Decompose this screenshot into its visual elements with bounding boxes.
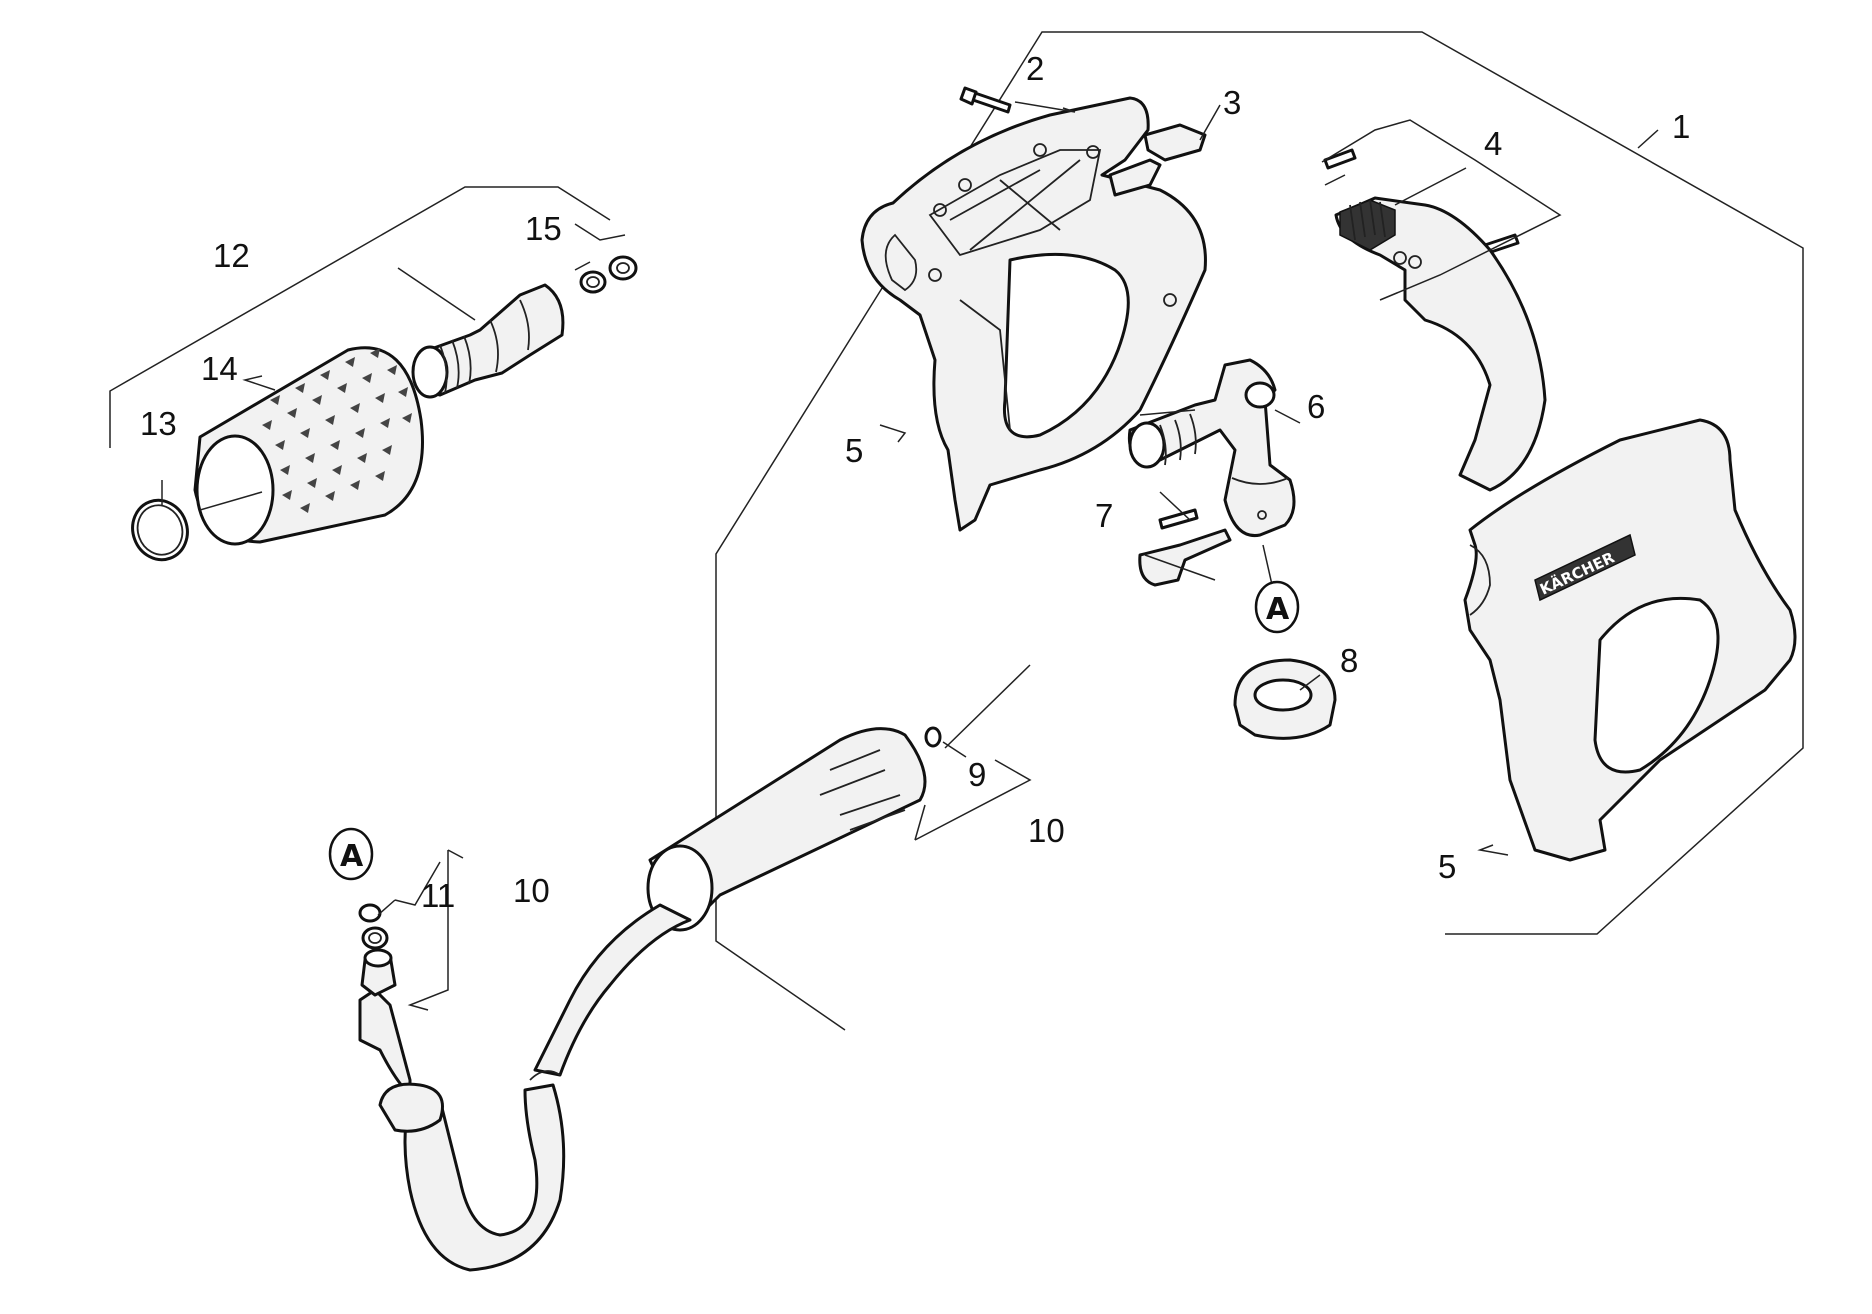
- part-14-perforated-sleeve: [193, 346, 424, 546]
- part-3-lock-lever: [1108, 123, 1207, 197]
- group-outline-12: [109, 186, 611, 448]
- part-5-housing-shell-left: [860, 96, 1207, 532]
- callout-1: 1: [1672, 108, 1690, 145]
- part-15-seal-rings: [579, 255, 638, 294]
- part-7-locking-pin: [1138, 508, 1232, 587]
- callout-labels: 1 2 3 4 5 5 6 7 8 9 10 10 11 12 13 14 15: [140, 50, 1690, 914]
- group-outline-1: [715, 31, 1804, 1031]
- callout-11: 11: [421, 877, 455, 914]
- part-6-angle-connector: [1127, 358, 1296, 538]
- callout-10-lower: 10: [513, 872, 550, 909]
- callout-15: 15: [525, 210, 562, 247]
- callout-3: 3: [1223, 84, 1241, 121]
- callout-4: 4: [1484, 125, 1502, 162]
- part-2-screw: [959, 86, 1012, 114]
- callout-6: 6: [1307, 388, 1325, 425]
- callout-9: 9: [968, 756, 986, 793]
- callout-14: 14: [201, 350, 238, 387]
- callout-12: 12: [213, 237, 250, 274]
- callout-10-upper: 10: [1028, 812, 1065, 849]
- callout-8: 8: [1340, 642, 1358, 679]
- callout-13: 13: [140, 405, 177, 442]
- part-11-seal-connector: [358, 903, 397, 997]
- callout-5-left: 5: [845, 432, 863, 469]
- part-8-bushing: [1233, 658, 1337, 740]
- connection-marker-bottom-label: A: [340, 839, 364, 874]
- callout-7: 7: [1095, 497, 1113, 534]
- callout-5-right: 5: [1438, 848, 1456, 885]
- part-10-hose-assembly: [358, 727, 927, 1272]
- part-5-housing-shell-right: KÄRCHER: [1463, 418, 1797, 862]
- callout-2: 2: [1026, 50, 1044, 87]
- connection-marker-top-label: A: [1266, 592, 1290, 627]
- connection-marker-top: A: [1254, 580, 1300, 634]
- part-9-o-ring: [924, 726, 942, 748]
- part-12-nozzle-body: [411, 283, 565, 399]
- connection-marker-bottom: A: [328, 827, 374, 881]
- part-4-trigger: [1323, 148, 1547, 492]
- part-13-retaining-ring: [131, 498, 189, 562]
